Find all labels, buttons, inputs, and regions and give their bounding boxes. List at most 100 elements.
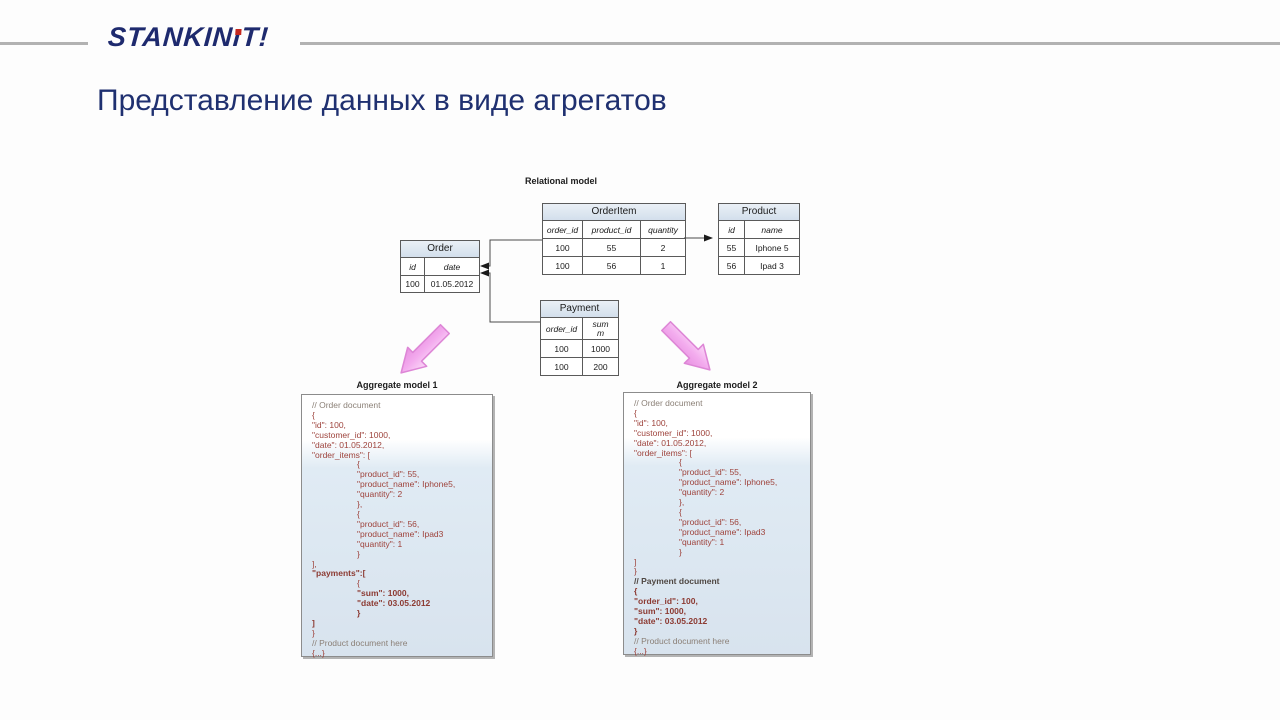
code-line: "sum": 1000, xyxy=(634,606,687,617)
table-title: Product xyxy=(719,204,799,221)
aggregate-model-2-label: Aggregate model 2 xyxy=(676,380,758,390)
logo-text-main: STANKIN xyxy=(106,22,235,52)
code-line: ] xyxy=(634,556,637,567)
table-cell: summ xyxy=(592,318,609,338)
code-line: { xyxy=(679,457,682,468)
table-cell: 100 xyxy=(543,257,583,274)
logo-text-rest: T! xyxy=(240,22,271,52)
code-line: } xyxy=(634,566,637,577)
code-line: "id": 100, xyxy=(312,419,346,430)
code-line: { xyxy=(357,459,360,470)
table-column-header-row: order_id summ xyxy=(541,318,618,339)
table-cell: id xyxy=(719,221,745,238)
aggregate-model-2-document: // Order document{"id": 100,"customer_id… xyxy=(623,392,811,656)
code-line: "date": 03.05.2012 xyxy=(634,615,708,626)
code-line: // Payment document xyxy=(634,576,720,587)
code-line: {...} xyxy=(634,645,647,656)
pink-arrow-down-left-icon xyxy=(388,316,458,386)
table-cell: name xyxy=(761,224,783,235)
table-column-header-row: id date xyxy=(401,258,479,275)
code-line: } xyxy=(312,627,315,638)
code-line: "customer_id": 1000, xyxy=(634,427,713,438)
table-cell: Iphone 5 xyxy=(755,242,789,253)
code-line: "product_name": Ipad3 xyxy=(357,528,444,539)
relational-model-label: Relational model xyxy=(525,176,598,186)
header-rule xyxy=(0,42,1280,45)
code-line: { xyxy=(357,578,360,589)
code-line: "product_id": 56, xyxy=(357,518,420,529)
table-cell: id xyxy=(401,258,425,275)
table-title: Payment xyxy=(541,301,618,318)
code-line: "quantity": 1 xyxy=(679,536,725,547)
code-line: // Product document here xyxy=(634,635,730,646)
code-line: "product_name": Iphone5, xyxy=(679,477,778,488)
table-cell: 56 xyxy=(583,257,641,274)
logo-letter-i: ı xyxy=(231,22,243,52)
table-cell: 100 xyxy=(401,276,425,292)
code-line: { xyxy=(679,506,682,517)
code-line: }, xyxy=(679,497,685,508)
aggregate-model-1-label: Aggregate model 1 xyxy=(356,380,438,390)
code-line: "product_id": 55, xyxy=(357,469,420,480)
code-line: "payments":[ xyxy=(312,568,366,579)
code-line: "quantity": 2 xyxy=(357,489,403,500)
code-line: { xyxy=(634,407,637,418)
code-line: "order_items": [ xyxy=(312,449,370,460)
code-line: "order_items": [ xyxy=(634,447,692,458)
code-line: { xyxy=(312,409,315,420)
code-line: } xyxy=(357,608,361,619)
code-line: "date": 01.05.2012, xyxy=(634,437,707,448)
code-line: "customer_id": 1000, xyxy=(312,429,391,440)
table-cell: quantity xyxy=(648,224,678,235)
code-line: // Order document xyxy=(312,400,381,410)
code-line: } xyxy=(634,625,638,636)
table-cell: order_id xyxy=(541,318,583,339)
code-line: ] xyxy=(312,617,315,628)
table-title: Order xyxy=(401,241,479,258)
table-cell: 100 xyxy=(541,358,583,375)
table-row: 56 Ipad 3 xyxy=(719,256,799,274)
table-cell: order_id xyxy=(543,221,583,238)
code-line: // Product document here xyxy=(312,637,408,648)
table-cell: date xyxy=(443,261,461,272)
code-line: {...} xyxy=(312,647,325,658)
table-cell: 200 xyxy=(593,361,608,372)
table-cell: 56 xyxy=(719,257,745,274)
code-line: "id": 100, xyxy=(634,417,668,428)
code-line: "date": 01.05.2012, xyxy=(312,439,385,450)
table-title: OrderItem xyxy=(543,204,685,221)
code-line: "product_name": Ipad3 xyxy=(679,526,766,537)
code-line: "quantity": 2 xyxy=(679,487,725,498)
code-line: // Order document xyxy=(634,398,703,408)
table-cell: 55 xyxy=(719,239,745,256)
page-title: Представление данных в виде агрегатов xyxy=(97,84,667,117)
table-row: 55 Iphone 5 xyxy=(719,238,799,256)
code-line: "date": 03.05.2012 xyxy=(357,598,431,609)
code-line: } xyxy=(679,546,682,557)
table-row: 100 200 xyxy=(541,357,618,375)
code-line: { xyxy=(634,586,638,597)
table-cell: 1 xyxy=(660,260,666,271)
code-line: "quantity": 1 xyxy=(357,538,403,549)
code-line: "product_name": Iphone5, xyxy=(357,479,456,490)
table-cell: product_id xyxy=(583,221,641,238)
logo-red-dot-icon xyxy=(235,29,242,35)
payment-to-order-connector xyxy=(480,269,540,323)
table-cell: Ipad 3 xyxy=(760,260,784,271)
table-cell: 01.05.2012 xyxy=(430,279,474,289)
table-column-header-row: id name xyxy=(719,221,799,238)
pink-arrow-down-right-icon xyxy=(653,313,723,383)
table-cell: 100 xyxy=(543,239,583,256)
code-line: { xyxy=(357,508,360,519)
orderitem-to-order-connector xyxy=(480,239,542,270)
code-line: "sum": 1000, xyxy=(357,588,410,599)
table-cell: 2 xyxy=(660,242,666,253)
